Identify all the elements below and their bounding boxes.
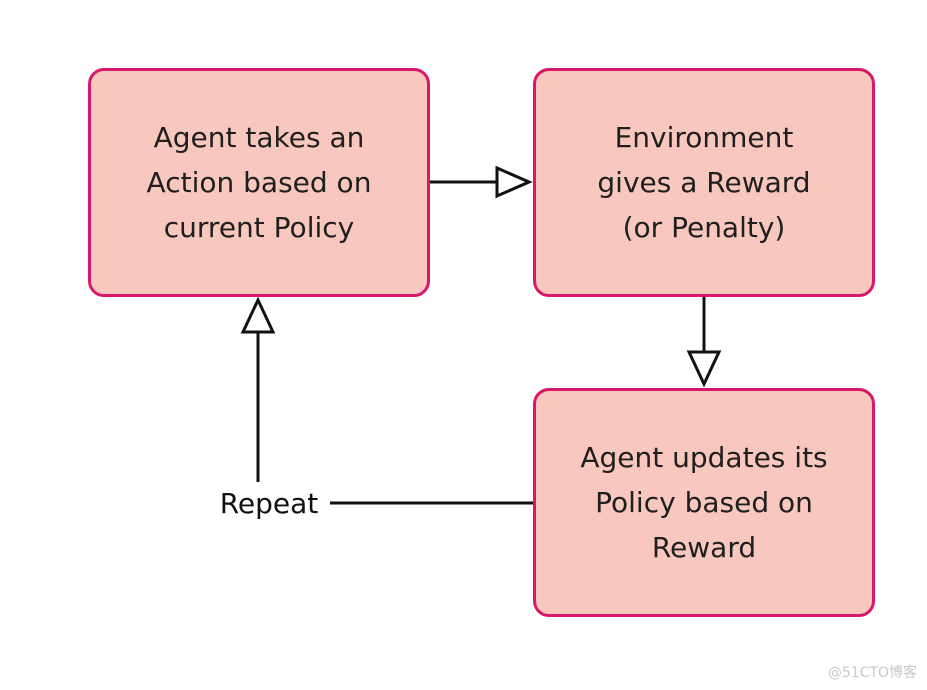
node-agent-action-text: Agent takes an Action based on current P… <box>146 121 372 244</box>
node-agent-update-policy-text: Agent updates its Policy based on Reward <box>580 441 828 564</box>
node-environment-reward-text: Environment gives a Reward (or Penalty) <box>597 121 811 244</box>
arrow-repeat-to-action <box>240 296 276 482</box>
arrow-action-to-environment <box>430 165 533 199</box>
node-agent-action: Agent takes an Action based on current P… <box>88 68 430 297</box>
node-environment-reward: Environment gives a Reward (or Penalty) <box>533 68 875 297</box>
arrow-environment-to-update <box>686 297 722 388</box>
edge-label-repeat: Repeat <box>210 482 328 526</box>
watermark: @51CTO博客 <box>827 665 917 681</box>
node-agent-update-policy: Agent updates its Policy based on Reward <box>533 388 875 617</box>
